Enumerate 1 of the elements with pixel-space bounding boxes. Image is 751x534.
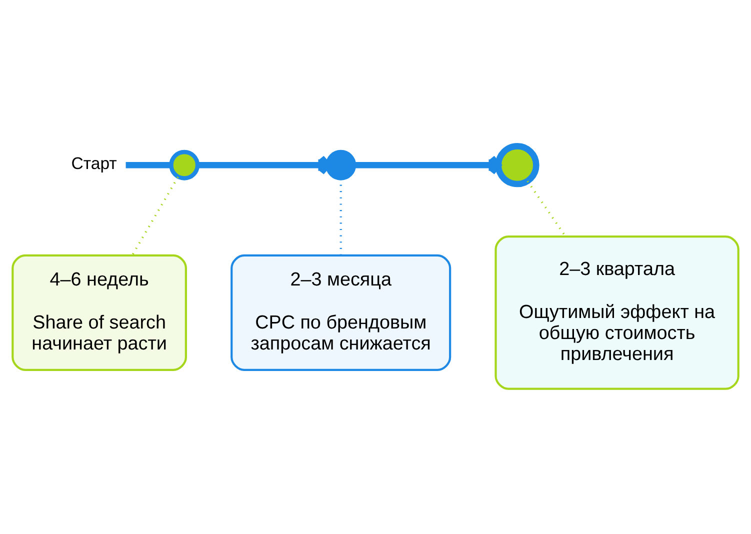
node-text: Старт bbox=[71, 154, 117, 173]
